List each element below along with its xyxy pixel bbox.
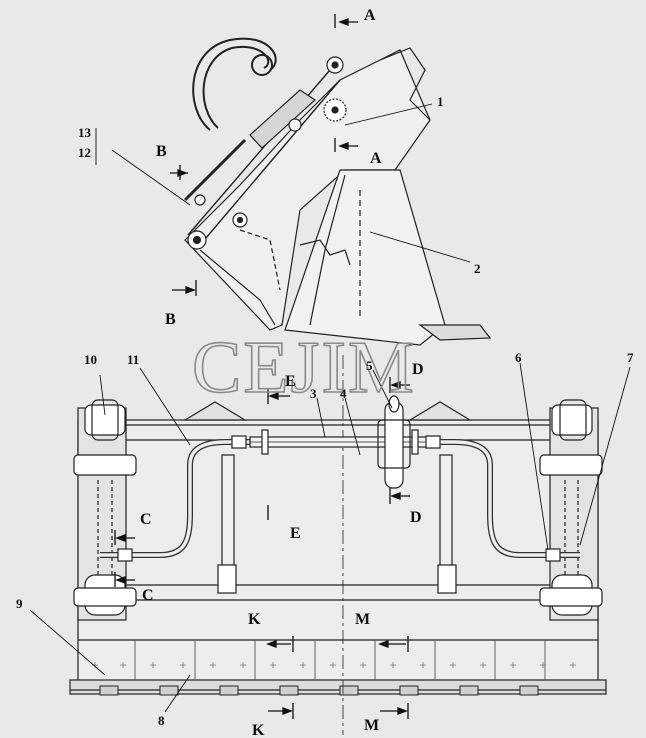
- pulley-right-top: [551, 404, 593, 436]
- section-a-bottom: A: [370, 150, 382, 167]
- callout-2: 2: [474, 261, 481, 276]
- callout-labels: 1 2 3 4 5 6 7 8 9 10 11 12 13: [16, 94, 634, 728]
- callout-8: 8: [158, 713, 165, 728]
- section-b-top: B: [156, 143, 167, 160]
- section-c-bottom: C: [142, 587, 154, 604]
- section-labels: A A B B E E D D C C K K M M: [140, 7, 424, 738]
- side-view: [183, 37, 492, 346]
- section-a-top: A: [364, 7, 376, 24]
- section-e-top: E: [285, 373, 296, 390]
- swivel-5: [384, 401, 404, 489]
- callout-1: 1: [437, 94, 444, 109]
- section-markers-front: [114, 377, 410, 719]
- callout-6: 6: [515, 350, 522, 365]
- section-k-top: K: [248, 611, 261, 628]
- section-m-bottom: M: [364, 717, 379, 734]
- section-e-bottom: E: [290, 525, 301, 542]
- section-d-top: D: [412, 361, 424, 378]
- section-markers-side: [170, 14, 358, 296]
- callout-13: 13: [78, 125, 92, 140]
- section-k-bottom: K: [252, 722, 265, 738]
- callout-9: 9: [16, 596, 23, 611]
- section-b-bottom: B: [165, 311, 176, 328]
- front-view: [69, 355, 607, 735]
- section-d-bottom: D: [410, 509, 422, 526]
- pulley-left-top: [84, 404, 126, 436]
- callout-4: 4: [340, 386, 347, 401]
- section-c-top: C: [140, 511, 152, 528]
- callout-3: 3: [310, 386, 317, 401]
- section-m-top: M: [355, 611, 370, 628]
- callout-7: 7: [627, 350, 634, 365]
- watermark: CEJIM: [192, 327, 416, 409]
- callout-12: 12: [78, 145, 91, 160]
- leader-lines: [29, 103, 631, 713]
- callout-5: 5: [366, 358, 373, 373]
- hose-loop: [192, 37, 277, 131]
- callout-10: 10: [84, 352, 97, 367]
- callout-11: 11: [127, 352, 139, 367]
